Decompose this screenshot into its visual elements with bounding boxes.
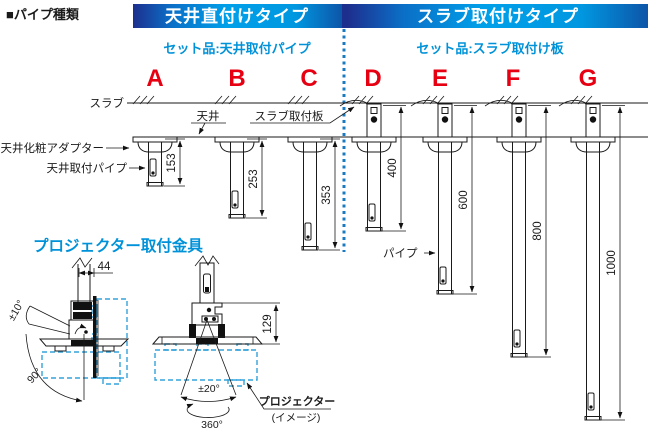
pan-angle-label: ±20° <box>198 383 220 395</box>
header-bar-ceiling <box>133 4 342 28</box>
label-slab-plate: スラブ取付板 <box>255 109 324 123</box>
pipe-b-length: 253 <box>248 169 260 188</box>
pipe-letter-a: A <box>146 65 163 92</box>
label-slab: スラブ <box>90 96 125 110</box>
swivel-arc <box>25 333 83 403</box>
label-slab-plate-leader <box>250 106 355 124</box>
projector-image-side-horizontal <box>41 351 121 379</box>
label-ceiling-leader <box>191 122 226 134</box>
pipe-letter-d: D <box>364 65 381 92</box>
pipe-drawing-d: 400 <box>351 103 406 232</box>
callout-labels: スラブ 天井 スラブ取付板 天井化粧アダプター 天井取付パイプ パイプ <box>1 96 436 260</box>
header-bars: 天井直付けタイプ スラブ取付けタイプ <box>133 4 648 28</box>
pipe-break-mark <box>71 257 93 269</box>
pipe-e-length: 600 <box>458 190 470 209</box>
header-divider <box>342 4 348 28</box>
pipe-letter-c: C <box>300 65 317 92</box>
pipe-drawing-g: 1000 <box>570 103 625 421</box>
projector-label: プロジェクター <box>259 394 336 408</box>
pipe-break-mark <box>194 255 220 267</box>
pipe-f-length: 800 <box>532 221 544 240</box>
label-ceiling: 天井 <box>197 109 220 123</box>
header-title-slab: スラブ取付けタイプ <box>417 6 579 26</box>
header-bar-slab <box>348 4 648 28</box>
projector-image-front <box>154 349 258 381</box>
pan-arc <box>180 396 237 402</box>
label-ceiling-adapter: 天井化粧アダプター <box>1 141 105 155</box>
pipe-d-length: 400 <box>387 158 399 177</box>
swivel-angle-label: 90° <box>25 366 45 386</box>
pipe-c-length: 353 <box>321 185 333 204</box>
bracket-section-title: プロジェクター取付金具 <box>33 236 203 255</box>
tilt-angle-label: ±10° <box>6 298 27 323</box>
label-ceiling-pipe: 天井取付パイプ <box>47 161 128 175</box>
rotation-angle-label: 360° <box>201 419 223 430</box>
pipe-drawing-e: 600 <box>422 103 477 295</box>
pipe-drawing-b: 253 <box>214 136 267 219</box>
subtitle-ceiling-set: セット品:天井取付パイプ <box>163 41 311 56</box>
slab-hatching <box>132 95 593 107</box>
bracket-side-view: 44 ±10° 90° <box>6 257 130 403</box>
projector-label-leader <box>246 382 331 410</box>
section-label: ■パイプ種類 <box>6 7 80 22</box>
pipe-drawing-c: 353 <box>287 136 340 251</box>
rotation-arrow <box>186 403 230 418</box>
subtitle-slab-set: セット品:スラブ取付け板 <box>416 41 564 56</box>
pipe-letter-b: B <box>228 65 245 92</box>
pipe-letters: A B C D E F G <box>146 65 597 92</box>
pipe-letter-g: G <box>579 65 598 92</box>
projector-note: (イメージ) <box>272 412 321 424</box>
mount-plate-edge <box>93 296 97 378</box>
pipe-g-length: 1000 <box>606 250 618 276</box>
bracket-height-dim: 129 <box>262 314 274 333</box>
pipe-a-length: 153 <box>166 153 178 172</box>
pipe-letter-f: F <box>506 65 521 92</box>
pipe-drawing-a: 153 <box>132 136 185 187</box>
pipe-drawing-f: 800 <box>496 103 551 358</box>
pipe-letter-e: E <box>432 65 448 92</box>
label-pipe: パイプ <box>383 247 418 260</box>
header-title-ceiling: 天井直付けタイプ <box>165 6 309 26</box>
bracket-front-view: 129 ±20° 360° プロジェクター (イメージ) <box>151 255 336 430</box>
pan-fan-lines <box>180 319 237 396</box>
bracket-width-dim: 44 <box>98 261 111 273</box>
